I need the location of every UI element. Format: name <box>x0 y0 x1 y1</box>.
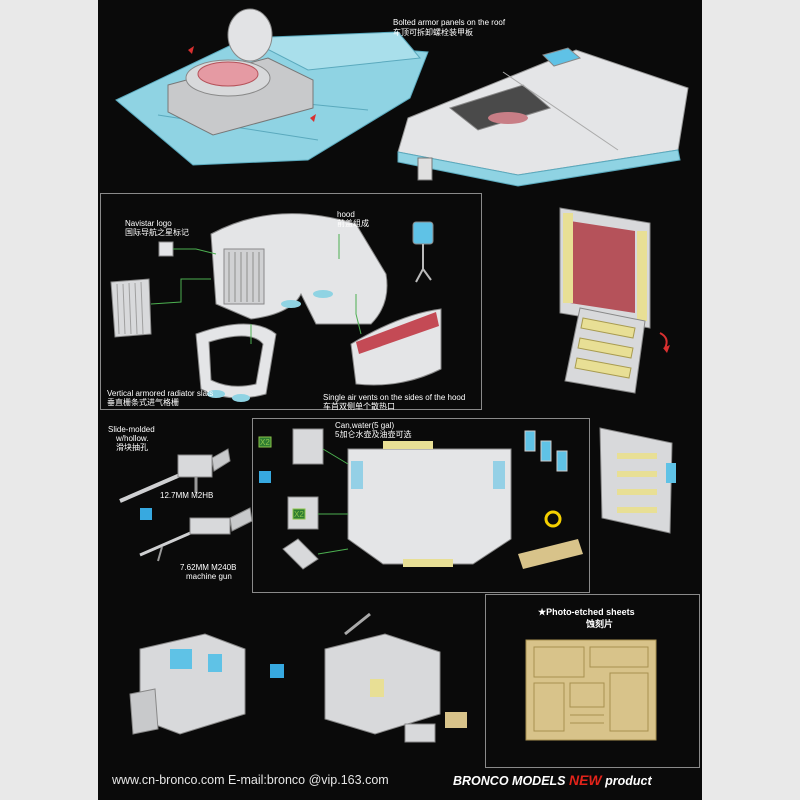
vents-label-cn: 车首双侧单个散热口 <box>323 402 395 411</box>
hood-panel: Navistar logo 国际导航之星标记 hood 前盖组成 Vertica… <box>100 193 482 411</box>
x2-label-b: X2 <box>294 510 304 519</box>
logo-label-en: Navistar logo <box>125 219 172 228</box>
can-label-cn: 5加仑水壶及油壶可选 <box>335 430 412 439</box>
rear-door-illustration <box>559 207 670 394</box>
roof-armor-illustration <box>115 8 689 187</box>
photo-etched-panel: ★Photo-etched sheets 蚀刻片 <box>485 594 700 768</box>
radiator-label-en: Vertical armored radiator slats <box>107 389 214 398</box>
door-assembled-illustration <box>599 427 676 534</box>
interior-illustration <box>129 612 467 743</box>
photo-etched-sheet <box>525 639 657 741</box>
instruction-sheet: Bolted armor panels on the roof 车顶可拆卸螺栓装… <box>98 0 702 800</box>
machine-guns-illustration <box>119 448 253 562</box>
interior-panel <box>100 594 480 766</box>
slide-label-cn: 滑块抽孔 <box>116 443 148 452</box>
door-assembled-panel <box>592 413 698 588</box>
roof-panel: Bolted armor panels on the roof 车顶可拆卸螺栓装… <box>98 0 700 188</box>
water-can-panel: X2 X2 Can,water(5 gal) 5加仑水壶及油壶可选 <box>252 418 590 593</box>
roof-label-en: Bolted armor panels on the roof <box>393 18 506 27</box>
x2-label-a: X2 <box>260 438 270 447</box>
brand-banner: BRONCO MODELS NEW product <box>453 772 652 788</box>
footer-contact: www.cn-bronco.com E-mail:bronco @vip.163… <box>112 773 389 787</box>
m2hb-label: 12.7MM M2HB <box>160 491 214 500</box>
water-can-illustration <box>258 428 583 570</box>
pe-label-cn: 蚀刻片 <box>586 619 614 629</box>
logo-label-cn: 国际导航之星标记 <box>125 228 189 237</box>
roof-label-cn: 车顶可拆卸螺栓装甲板 <box>393 28 473 37</box>
hood-label-cn: 前盖组成 <box>337 219 369 228</box>
pe-label-en: ★Photo-etched sheets <box>538 607 635 617</box>
rear-door-panel <box>485 193 698 408</box>
m240b-label-1: 7.62MM M240B <box>180 563 237 572</box>
brand-product: product <box>601 774 652 788</box>
slide-label-en-1: Slide-molded <box>108 425 155 434</box>
hood-label-en: hood <box>337 210 355 219</box>
radiator-label-cn: 垂直栅条式进气格栅 <box>107 398 179 407</box>
machine-guns-panel: Slide-molded w/hollow. 滑块抽孔 12.7MM M2HB … <box>100 413 346 588</box>
m240b-label-2: machine gun <box>186 572 232 581</box>
brand-new-tag: NEW <box>568 772 602 788</box>
hood-illustration <box>110 213 442 402</box>
vents-label-en: Single air vents on the sides of the hoo… <box>323 393 466 402</box>
brand-name: BRONCO MODELS <box>453 774 569 788</box>
can-label-en: Can,water(5 gal) <box>335 421 395 430</box>
slide-label-en-2: w/hollow. <box>116 434 149 443</box>
